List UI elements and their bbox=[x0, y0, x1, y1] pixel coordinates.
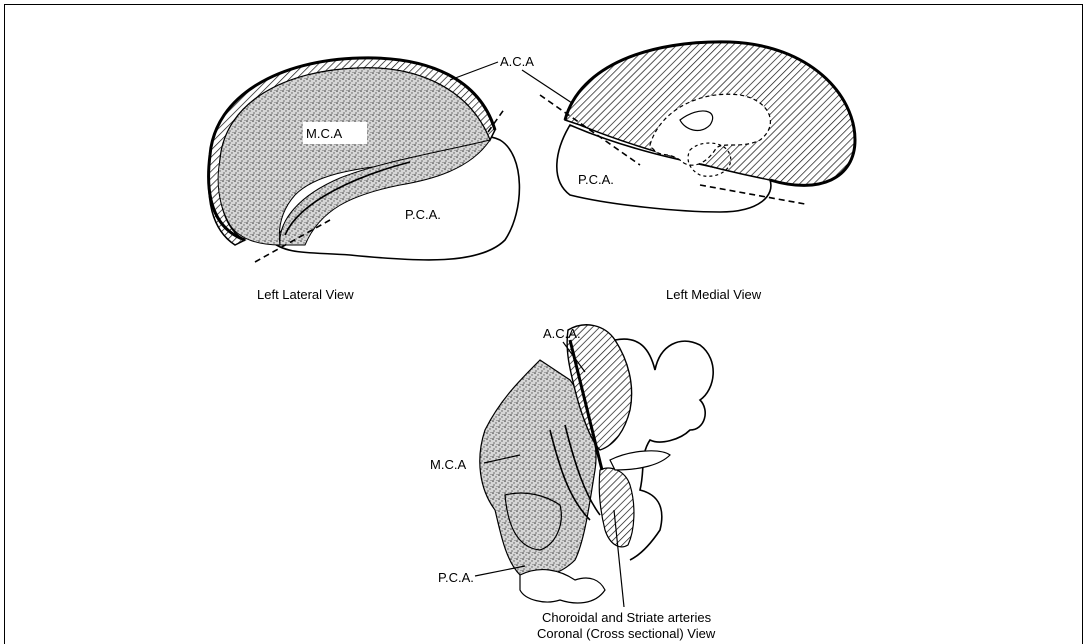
coronal-ventricle bbox=[610, 451, 670, 470]
coronal-caption-line2: Coronal (Cross sectional) View bbox=[537, 626, 716, 641]
lateral-view-caption: Left Lateral View bbox=[257, 287, 354, 302]
coronal-view: A.C.A. M.C.A P.C.A. Choroidal and Striat… bbox=[430, 325, 716, 641]
lateral-mca-label: M.C.A bbox=[306, 126, 342, 141]
medial-boundary-dash-back bbox=[700, 185, 805, 204]
coronal-gyri-lower bbox=[520, 570, 605, 603]
left-lateral-view: M.C.A P.C.A. Left Lateral View bbox=[208, 58, 519, 302]
lateral-aca-label: A.C.A bbox=[500, 54, 534, 69]
coronal-pca-label: P.C.A. bbox=[438, 570, 474, 585]
aca-leader-to-lateral bbox=[450, 62, 498, 80]
coronal-mca-label: M.C.A bbox=[430, 457, 466, 472]
aca-leader-to-medial bbox=[522, 70, 575, 105]
coronal-caption-line1: Choroidal and Striate arteries bbox=[542, 610, 712, 625]
medial-pca-label: P.C.A. bbox=[578, 172, 614, 187]
left-medial-view: P.C.A. Left Medial View bbox=[540, 42, 855, 302]
medial-view-caption: Left Medial View bbox=[666, 287, 762, 302]
lateral-pca-label: P.C.A. bbox=[405, 207, 441, 222]
coronal-aca-label: A.C.A. bbox=[543, 326, 581, 341]
